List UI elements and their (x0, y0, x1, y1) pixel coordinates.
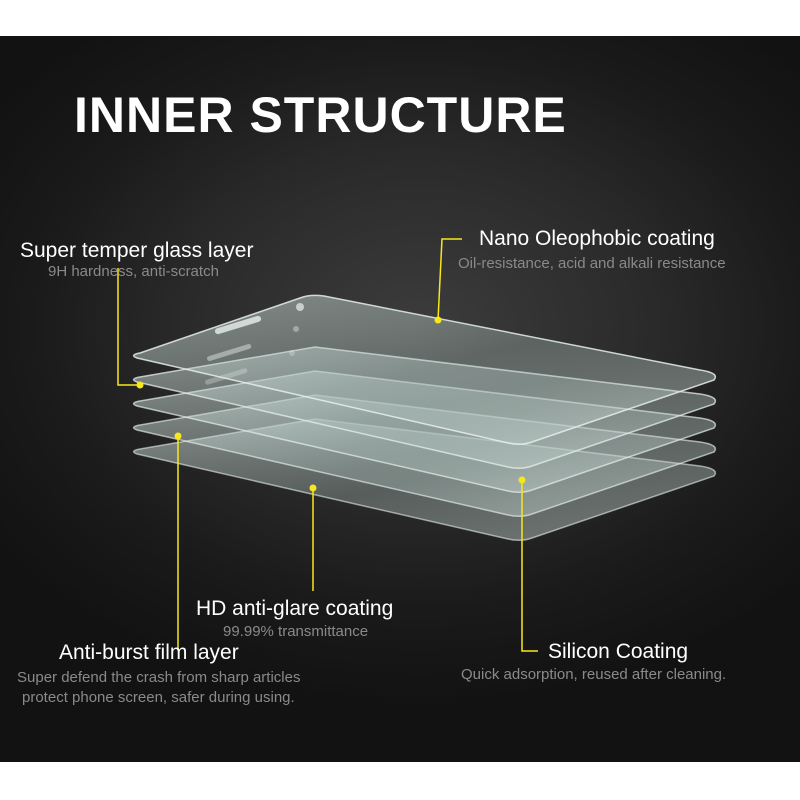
speaker-slot (214, 315, 262, 335)
anti-burst-subtext-line1: Super defend the crash from sharp articl… (17, 669, 301, 686)
camera-hole (293, 326, 299, 332)
layer-stack-illustration (117, 238, 717, 652)
silicon-coating-heading: Silicon Coating (548, 640, 689, 663)
hd-marker-dot (309, 484, 317, 492)
speaker-slot (204, 368, 248, 385)
glass-marker-dot (136, 381, 144, 389)
camera-hole (289, 350, 295, 356)
silicon-leader-line (521, 480, 538, 652)
camera-hole (296, 303, 304, 311)
anti-burst-subtext-line2: protect phone screen, safer during using… (22, 689, 295, 706)
hd-coating-subtext: 99.99% transmittance (223, 623, 369, 640)
glass-layer-heading: Super temper glass layer (20, 239, 254, 262)
speaker-slot (207, 343, 252, 361)
page-title: INNER STRUCTURE (74, 87, 567, 143)
glass-leader-line (117, 268, 140, 386)
anti-burst-heading: Anti-burst film layer (59, 641, 239, 664)
nano-coating-subtext: Oil-resistance, acid and alkali resistan… (458, 255, 726, 272)
anti-burst-marker-dot (174, 432, 182, 440)
infographic-panel: INNER STRUCTURE (0, 36, 800, 762)
nano-leader-line (437, 238, 462, 321)
silicon-marker-dot (518, 476, 526, 484)
hd-coating-heading: HD anti-glare coating (196, 597, 394, 620)
nano-marker-dot (434, 316, 442, 324)
silicon-coating-subtext: Quick adsorption, reused after cleaning. (461, 666, 727, 683)
nano-coating-heading: Nano Oleophobic coating (479, 227, 715, 250)
nano-coating-layer (132, 294, 717, 446)
glass-layer-subtext: 9H hardness, anti-scratch (48, 263, 219, 280)
